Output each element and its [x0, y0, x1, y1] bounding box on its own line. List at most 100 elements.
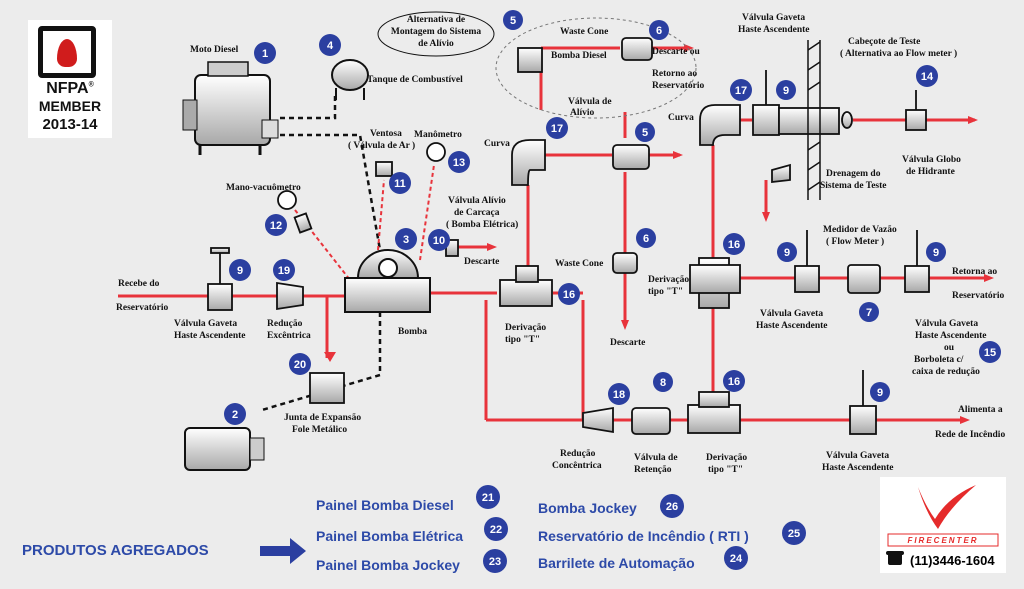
label-waste-cone-mid: Waste Cone — [555, 259, 603, 269]
svg-text:9: 9 — [237, 265, 243, 277]
svg-text:14: 14 — [921, 71, 934, 83]
label-globo-1: Válvula Globo — [902, 155, 961, 165]
svg-text:7: 7 — [866, 307, 872, 319]
label-retencao-2: Retenção — [634, 465, 672, 475]
svg-text:16: 16 — [563, 289, 575, 301]
wall — [807, 40, 821, 200]
badge-13: 13 — [448, 151, 470, 173]
label-alternativa-1: Alternativa de — [407, 15, 465, 25]
alt-label-oval — [377, 11, 495, 57]
svg-text:9: 9 — [784, 247, 790, 259]
label-medidor-2: ( Flow Meter ) — [826, 236, 884, 247]
label-junta-1: Junta de Expansão — [284, 413, 361, 423]
pipe-arrows — [324, 44, 994, 424]
label-gaveta-right-1: Válvula Gaveta — [915, 319, 978, 329]
badge-11: 11 — [389, 172, 411, 194]
nfpa-frame-icon — [38, 26, 96, 78]
svg-text:17: 17 — [551, 123, 563, 135]
badge-21: 21 — [476, 485, 500, 509]
label-derivacao-2a: Derivação — [648, 275, 689, 285]
label-retorno-2: Reservatório — [952, 291, 1004, 301]
label-alimenta-2: Rede de Incêndio — [935, 430, 1005, 440]
svg-text:11: 11 — [394, 178, 406, 190]
svg-text:26: 26 — [666, 501, 678, 513]
label-gaveta-right-3: ou — [944, 343, 955, 353]
badge-1: 1 — [254, 42, 276, 64]
badge-19: 19 — [273, 259, 295, 281]
label-waste-cone-top: Waste Cone — [560, 27, 608, 37]
label-moto-diesel: Moto Diesel — [190, 45, 239, 55]
svg-text:16: 16 — [728, 239, 740, 251]
label-alivio-carcaca-2: de Carcaça — [454, 208, 500, 218]
label-alivio-carcaca-3: ( Bomba Elétrica) — [446, 219, 518, 230]
label-drenagem-2: Sistema de Teste — [820, 181, 887, 191]
badge-9-flow-left: 9 — [777, 242, 797, 262]
badge-9-flow-right: 9 — [926, 242, 946, 262]
label-ventosa-2: ( Válvula de Ar ) — [348, 140, 415, 151]
firecenter-check-icon — [918, 485, 976, 529]
svg-text:9: 9 — [783, 85, 789, 97]
label-gaveta-left-2: Haste Ascendente — [174, 331, 246, 341]
svg-text:2: 2 — [232, 409, 238, 421]
badge-10: 10 — [428, 229, 450, 251]
badge-9-topright: 9 — [776, 80, 796, 100]
label-cabecote-2: ( Alternativa ao Flow meter ) — [840, 48, 957, 59]
nfpa-member: MEMBER — [38, 98, 102, 114]
alt-relief-oval — [495, 17, 697, 119]
label-derivacao-3b: tipo "T" — [708, 465, 743, 475]
svg-text:20: 20 — [294, 359, 306, 371]
label-bomba-diesel-top: Bomba Diesel — [551, 51, 607, 61]
label-gaveta-mid-2: Haste Ascendente — [756, 321, 828, 331]
badge-24: 24 — [724, 546, 748, 570]
badge-16-bottom: 16 — [723, 370, 745, 392]
label-gaveta-left-1: Válvula Gaveta — [174, 319, 237, 329]
svg-text:18: 18 — [613, 389, 625, 401]
label-gaveta-bottom-2: Haste Ascendente — [822, 463, 894, 473]
label-descarte-2: Descarte — [610, 338, 645, 348]
product-reservatorio: Reservatório de Incêndio ( RTI ) — [538, 528, 749, 544]
svg-text:5: 5 — [510, 15, 516, 27]
label-derivacao-1a: Derivação — [505, 323, 546, 333]
labels: Moto Diesel Tanque de Combustível Altern… — [116, 13, 1005, 475]
label-alivio-carcaca-1: Válvula Alívio — [448, 196, 506, 206]
label-gaveta-right-5: caixa de redução — [912, 367, 980, 377]
fuel-tank — [331, 59, 369, 100]
svg-text:6: 6 — [656, 25, 662, 37]
flame-icon — [57, 39, 77, 67]
product-painel-eletrica: Painel Bomba Elétrica — [316, 528, 463, 544]
label-mano-vacuometro: Mano-vacuômetro — [226, 183, 301, 193]
fittings — [207, 37, 930, 435]
products-title: PRODUTOS AGREGADOS — [22, 542, 209, 559]
product-bomba-jockey: Bomba Jockey — [538, 500, 637, 516]
label-retorno-1: Retorna ao — [952, 267, 997, 277]
products-arrow — [260, 538, 306, 564]
label-derivacao-3a: Derivação — [706, 453, 747, 463]
label-alternativa-3: de Alívio — [418, 39, 454, 49]
product-painel-diesel: Painel Bomba Diesel — [316, 497, 454, 513]
svg-text:15: 15 — [984, 347, 996, 359]
svg-text:8: 8 — [660, 377, 666, 389]
label-gaveta-right-4: Borboleta c/ — [914, 355, 964, 365]
label-gaveta-bottom-1: Válvula Gaveta — [826, 451, 889, 461]
label-reducao-conc-1: Redução — [560, 449, 596, 459]
label-valvula-alivio-top-1: Válvula de — [568, 97, 612, 107]
svg-text:9: 9 — [877, 387, 883, 399]
badge-14: 14 — [916, 65, 938, 87]
label-derivacao-2b: tipo "T" — [648, 287, 683, 297]
product-barrilete: Barrilete de Automação — [538, 555, 695, 571]
diesel-engine — [182, 61, 279, 155]
badge-5-top: 5 — [503, 10, 523, 30]
label-reducao-conc-2: Concêntrica — [552, 461, 602, 471]
label-manometro: Manômetro — [414, 130, 462, 140]
firecenter-logo: FIRECENTER (11)3446-1604 — [880, 477, 1006, 573]
badge-3: 3 — [395, 228, 417, 250]
svg-text:17: 17 — [735, 85, 747, 97]
label-alimenta-1: Alimenta a — [958, 405, 1003, 415]
badges: 1 4 5 6 17 9 14 17 5 13 11 12 3 10 6 16 … — [224, 10, 1001, 425]
badge-8: 8 — [653, 372, 673, 392]
label-gaveta-mid-1: Válvula Gaveta — [760, 309, 823, 319]
badge-26: 26 — [660, 494, 684, 518]
badge-23: 23 — [483, 549, 507, 573]
electric-motor — [184, 427, 265, 471]
